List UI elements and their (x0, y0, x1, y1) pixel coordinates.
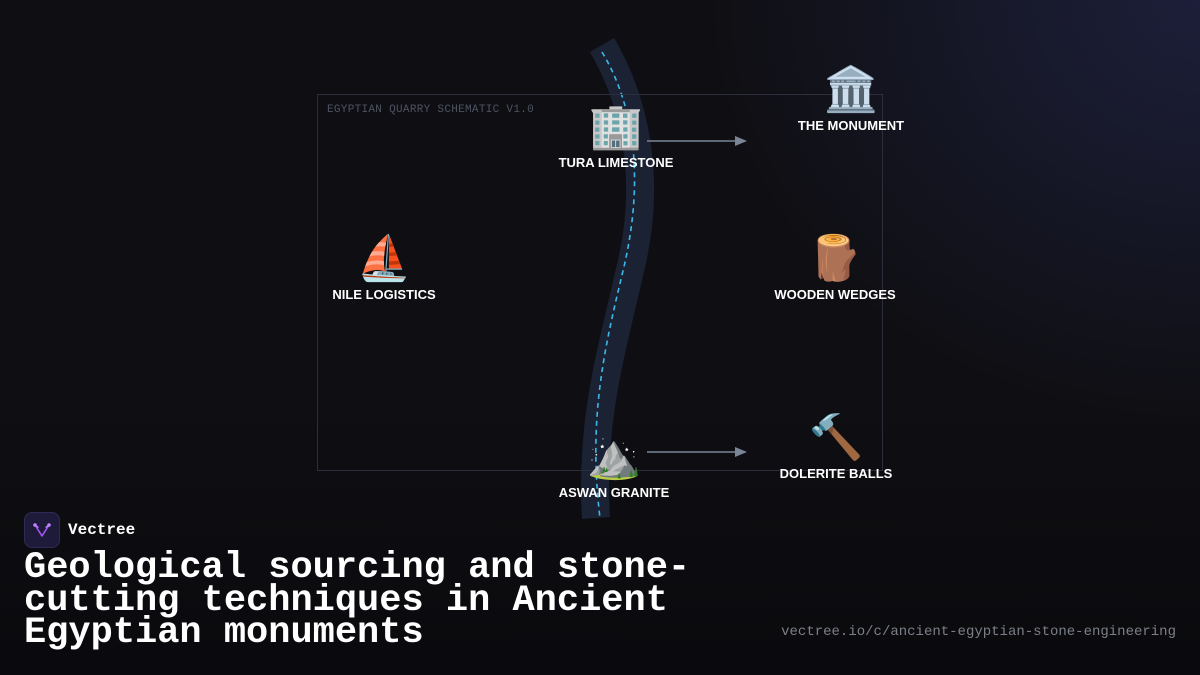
wood-log-icon: 🪵 (807, 234, 863, 283)
node-tura-limestone: 🏢 TURA LIMESTONE (546, 102, 686, 171)
node-label: THE MONUMENT (797, 118, 905, 133)
vectree-logo-icon (24, 512, 60, 548)
node-wooden-wedges: 🪵 WOODEN WEDGES (765, 234, 905, 303)
node-label: TURA LIMESTONE (558, 155, 674, 170)
office-building-icon: 🏢 (588, 102, 644, 151)
classical-building-icon: 🏛️ (823, 65, 879, 114)
page-title: Geological sourcing and stone-cutting te… (24, 547, 691, 654)
nile-route-path (595, 51, 636, 519)
node-the-monument: 🏛️ THE MONUMENT (781, 65, 921, 134)
nile-river-band (581, 37, 655, 519)
node-label: NILE LOGISTICS (332, 287, 436, 302)
mountain-icon: ⛰️ (586, 432, 642, 481)
hammer-icon: 🔨 (808, 413, 864, 462)
node-label: ASWAN GRANITE (558, 485, 670, 500)
brand-name: Vectree (68, 521, 136, 539)
sailboat-icon: ⛵ (356, 234, 412, 283)
schematic-frame (317, 94, 883, 471)
node-label: WOODEN WEDGES (774, 287, 896, 302)
node-label: DOLERITE BALLS (779, 466, 893, 481)
node-dolerite-balls: 🔨 DOLERITE BALLS (766, 413, 906, 482)
schematic-label: EGYPTIAN QUARRY SCHEMATIC V1.0 (327, 104, 535, 116)
page-url: vectree.io/c/ancient-egyptian-stone-engi… (781, 624, 1176, 640)
node-aswan-granite: ⛰️ ASWAN GRANITE (544, 432, 684, 501)
brand: Vectree (24, 512, 135, 548)
node-nile-logistics: ⛵ NILE LOGISTICS (314, 234, 454, 303)
